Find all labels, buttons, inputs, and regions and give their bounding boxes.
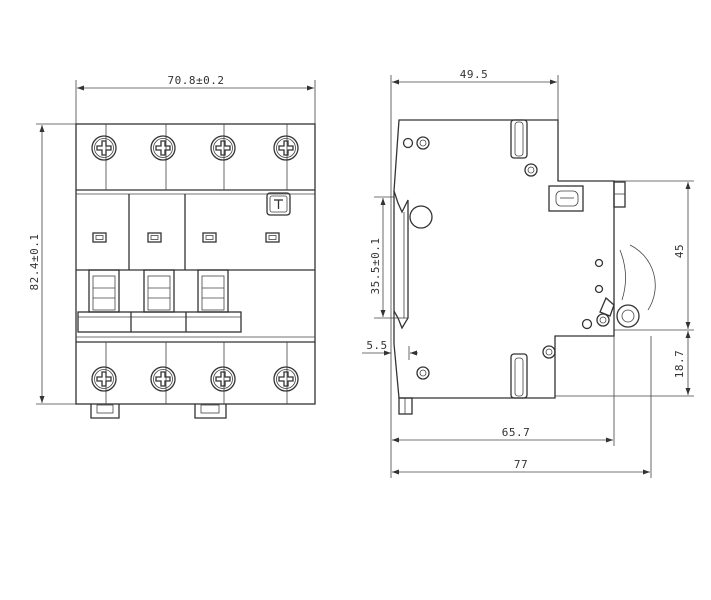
side-rail-height-label: 35.5±0.1 [369, 238, 382, 295]
hole-icons [402, 136, 610, 380]
side-right-lower-label: 18.7 [673, 350, 686, 379]
screw-icon [210, 135, 236, 161]
side-view: 49.5 35.5±0.1 45 18.7 5.5 65.7 77 [362, 68, 694, 478]
window-icons [92, 232, 280, 243]
side-overall-depth-label: 77 [514, 458, 528, 471]
screw-icon [150, 366, 176, 392]
side-right-upper-label: 45 [673, 244, 686, 258]
front-height-label: 82.4±0.1 [28, 234, 41, 291]
screw-icon [91, 366, 117, 392]
screw-icon [273, 135, 299, 161]
front-width-label: 70.8±0.2 [168, 74, 225, 87]
screw-icon [273, 366, 299, 392]
side-top-width-label: 49.5 [460, 68, 489, 81]
front-body-outline [75, 123, 316, 405]
top-screw-icons [91, 135, 299, 161]
front-view: 70.8±0.2 82.4±0.1 [28, 74, 316, 419]
screw-icon [150, 135, 176, 161]
din-clip-icons [90, 404, 227, 419]
side-depth-label: 65.7 [502, 426, 531, 439]
screw-icon [210, 366, 236, 392]
bottom-screw-icons [91, 366, 299, 392]
test-button-icon [266, 192, 291, 216]
side-body-outline [393, 119, 615, 399]
screw-icon [91, 135, 117, 161]
slot-icons [510, 119, 528, 399]
handles [77, 269, 242, 333]
side-left-small-label: 5.5 [366, 339, 387, 352]
